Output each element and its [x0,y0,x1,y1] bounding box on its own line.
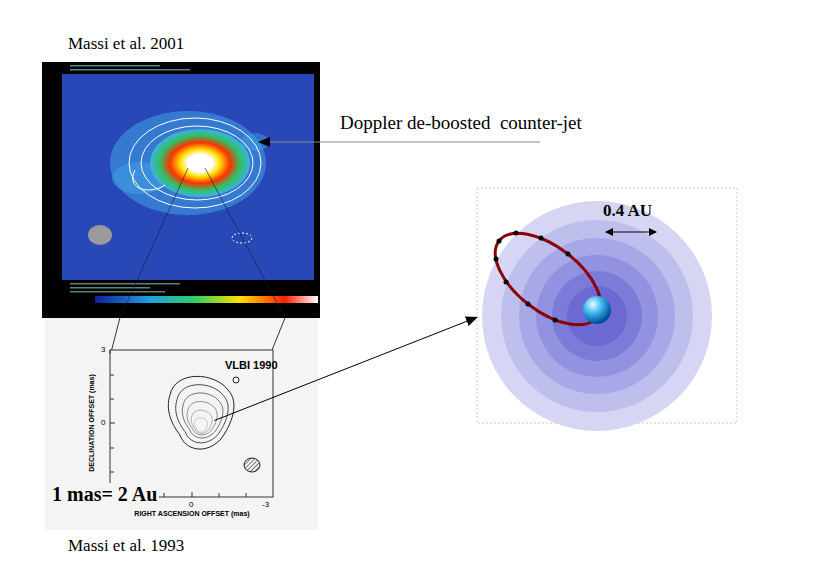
map-ground [45,318,318,530]
callout-label: Doppler de-boosted counter-jet [340,112,582,134]
fine-print-mark [70,65,160,67]
axis-title: RIGHT ASCENSION OFFSET (mas) [134,510,249,518]
radio-map-panel: Massi et al. 2001 [42,62,320,318]
wind-shell [536,255,658,377]
beam [244,458,260,472]
counter-jet-emission [241,133,269,151]
pointer-arrow [214,317,477,420]
zoom-line [272,318,285,350]
star [583,296,611,324]
dimension-arrow [606,231,656,232]
fine-print-mark [70,283,180,285]
orbit-points [494,231,571,323]
zoom-line [120,168,188,318]
tick-label: 0 [101,418,105,427]
axis-ticks [110,350,246,497]
fine-print-mark [70,291,165,293]
plot-frame [110,350,273,497]
wind-shell [567,286,627,346]
map-title: VLBI 1990 [225,359,278,372]
leader-line [270,142,540,143]
emission-halo [110,111,266,215]
beam [88,225,112,245]
zoom-line [205,168,285,318]
wind-shell [482,201,712,431]
axis-title: DECLINATION OFFSET (mas) [88,374,96,471]
contour [133,170,165,190]
zoom-line [112,318,120,350]
wind-shell [501,220,693,412]
leader-arrowhead [258,137,270,147]
map-frame [42,62,320,318]
scale-label: 0.4 AU [603,201,652,221]
orbit [479,216,616,343]
map-field [62,74,314,280]
contour [129,118,261,208]
fine-print-mark [70,69,190,71]
citation: Massi et al. 1993 [68,536,184,556]
radio-core [150,129,250,197]
citation: Massi et al. 2001 [68,34,184,54]
tick-label: -3 [262,500,269,509]
vlbi-map-panel: VLBI 1990DECLINATION OFFSET (mas)RIGHT A… [110,350,273,497]
contours [168,376,239,449]
tick-label: 0 [189,500,193,509]
orbit-panel: 0.4 AU [477,188,737,423]
tick-label: 3 [101,345,105,354]
wind-shell [552,271,642,361]
scale-note: 1 mas= 2 Au [50,483,159,506]
fine-print-mark [70,287,150,289]
wind-shell [519,238,675,394]
